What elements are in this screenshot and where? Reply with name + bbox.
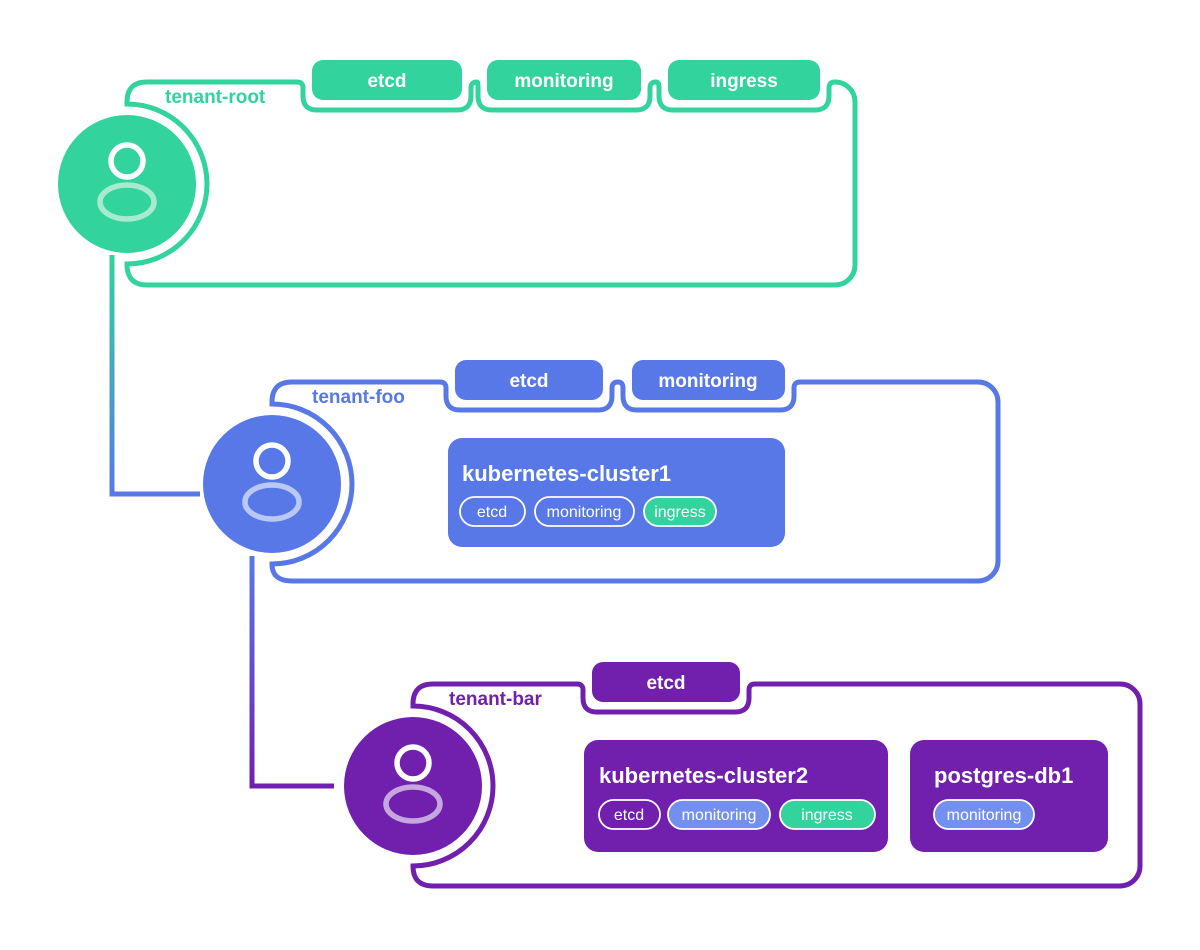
user-icon-head: [108, 142, 146, 180]
resource-tag-pill: [933, 799, 1035, 830]
tenant-foo-group: tenant-foo etcd monitoring kubernetes-cl…: [203, 360, 1001, 584]
resource-kubernetes-cluster2: kubernetes-cluster2 etcd monitoring ingr…: [584, 740, 888, 852]
resource-tag-label: monitoring: [682, 807, 757, 824]
tenant-label: tenant-bar: [449, 689, 543, 710]
resource-tag-pill: [643, 496, 717, 527]
namespace-pill: [455, 360, 603, 400]
namespace-pill: [592, 662, 740, 702]
resource-tag-label: monitoring: [947, 807, 1022, 824]
resource-title: postgres-db1: [934, 763, 1073, 788]
resource-tag-label: ingress: [654, 504, 706, 521]
tenant-root-group: tenant-root etcd monitoring ingress: [58, 60, 858, 288]
namespace-pill: [312, 60, 462, 100]
tenant-foo-border: [269, 379, 1001, 584]
resource-card: [448, 438, 785, 547]
namespace-pill-label: monitoring: [514, 71, 613, 92]
tenant-root-border: [124, 79, 858, 288]
namespace-pill: [632, 360, 785, 400]
tenant-bar-avatar: [344, 717, 482, 855]
tenant-label: tenant-root: [165, 87, 266, 108]
tenant-bar-border: [410, 681, 1143, 889]
tenant-bar-group: tenant-bar etcd kubernetes-cluster2 etcd…: [344, 662, 1143, 889]
resource-tag-pill: [598, 799, 661, 830]
resource-tag-pill: [459, 496, 526, 527]
user-icon-body: [97, 182, 157, 222]
resource-tag-pill: [779, 799, 876, 830]
resource-card: [584, 740, 888, 852]
namespace-pill-label: ingress: [710, 71, 778, 92]
namespace-pill: [487, 60, 641, 100]
namespace-pill-label: etcd: [367, 71, 406, 92]
resource-tag-label: ingress: [801, 807, 853, 824]
tenant-label: tenant-foo: [312, 387, 405, 408]
resource-title: kubernetes-cluster2: [599, 763, 808, 788]
resource-tag-pill: [667, 799, 771, 830]
namespace-pill: [668, 60, 820, 100]
user-icon-body: [242, 482, 302, 522]
resource-tag-label: etcd: [477, 504, 507, 521]
resource-postgres-db1: postgres-db1 monitoring: [910, 740, 1108, 852]
tenant-foo-avatar: [203, 415, 341, 553]
resource-card: [910, 740, 1108, 852]
namespace-pill-label: etcd: [646, 673, 685, 694]
resource-kubernetes-cluster1: kubernetes-cluster1 etcd monitoring ingr…: [448, 438, 785, 547]
resource-tag-label: etcd: [614, 807, 644, 824]
resource-tag-pill: [534, 496, 635, 527]
user-icon-body: [383, 784, 443, 824]
namespace-pill-label: etcd: [509, 371, 548, 392]
resource-title: kubernetes-cluster1: [462, 461, 671, 486]
connector-root-to-foo: [109, 255, 200, 497]
user-icon-head: [394, 744, 432, 782]
tenant-root-avatar: [58, 115, 196, 253]
namespace-pill-label: monitoring: [658, 371, 757, 392]
resource-tag-label: monitoring: [547, 504, 622, 521]
user-icon-head: [253, 442, 291, 480]
connector-foo-to-bar: [249, 556, 334, 789]
